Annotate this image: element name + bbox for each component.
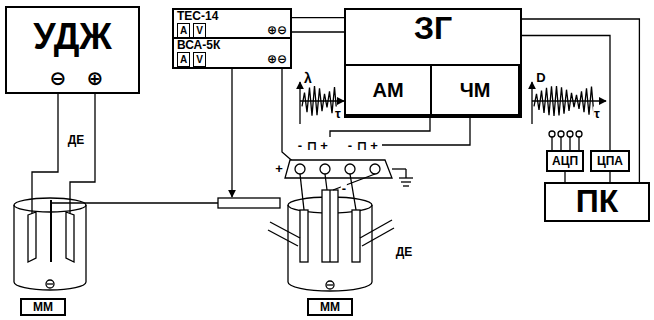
- terminal-signs: ⊕⊖: [267, 53, 287, 66]
- box-label: ЦПА: [597, 155, 623, 168]
- box-label: ПК: [576, 185, 619, 219]
- polarity-sign: -: [341, 182, 347, 195]
- waveform: [302, 86, 337, 116]
- generator-box: ЗГ АМ ЧМ: [344, 8, 522, 118]
- adc-inputs: [549, 131, 582, 150]
- converter-box: ЦПА: [590, 150, 630, 172]
- signal-wire: [609, 172, 610, 182]
- wire: [330, 116, 430, 137]
- center-cell: [268, 174, 394, 291]
- electrode-label: ДЕ: [395, 246, 414, 258]
- signal-wire: [292, 17, 344, 18]
- instrument-name: ВСА-5К: [177, 39, 287, 52]
- meter-key: A: [177, 52, 190, 67]
- mode-box: ЧМ: [430, 64, 520, 116]
- box-label: ММ: [320, 301, 340, 314]
- instrument-box: ВСА-5КAV ⊕⊖: [172, 37, 292, 69]
- caption-box: ММ: [307, 298, 353, 316]
- pulse-sign: -: [297, 139, 303, 152]
- caption-box: ММ: [20, 298, 66, 316]
- signal-wire: [522, 36, 610, 151]
- wire: [282, 67, 297, 165]
- wire: [70, 94, 95, 215]
- wire: [231, 67, 232, 197]
- axis-label: τ: [593, 107, 601, 120]
- instrument-box: ТЕС-14AV ⊕⊖: [172, 8, 292, 40]
- pulse-sign: +: [369, 139, 379, 152]
- electrode-label: ДЕ: [67, 134, 86, 146]
- pulse-symbol: ⊓: [306, 139, 318, 152]
- box-label: ЧМ: [460, 80, 491, 101]
- terminal-sign: ⊕: [86, 68, 105, 88]
- box-label: ЗГ: [414, 12, 452, 46]
- axis-label: D: [535, 71, 546, 84]
- meter-key: V: [193, 52, 206, 67]
- axis-label: λ: [303, 71, 313, 85]
- converter-box: АЦП: [546, 150, 584, 172]
- left-cell: [14, 198, 86, 290]
- ground-symbol: [392, 169, 413, 186]
- pulse-symbol: ⊓: [356, 139, 368, 152]
- box-label: УДЖ: [33, 18, 112, 56]
- wire: [32, 94, 58, 215]
- axis-label: τ: [334, 107, 342, 120]
- polarity-sign: +: [274, 162, 284, 175]
- signal-wire: [292, 31, 344, 32]
- terminal-block: [285, 160, 392, 178]
- mode-box: АМ: [344, 64, 432, 116]
- pulse-sign: +: [319, 139, 329, 152]
- instrument-controls: AV ⊕⊖: [177, 52, 287, 67]
- instrument-name: ТЕС-14: [177, 10, 287, 23]
- wire: [382, 116, 470, 145]
- signal-wire: [564, 172, 565, 182]
- pulse-sign: -: [347, 139, 353, 152]
- terminal-signs: ⊕⊖: [267, 24, 287, 37]
- waveform: [534, 86, 594, 116]
- box-label: АЦП: [552, 155, 578, 168]
- instrument-controls: AV ⊕⊖: [177, 23, 287, 38]
- box-label: ММ: [33, 301, 53, 314]
- power-supply-box: УДЖ: [5, 6, 140, 94]
- resistor-symbol: [218, 198, 280, 208]
- terminal-sign: ⊖: [49, 68, 68, 88]
- meter-key: A: [177, 23, 190, 38]
- signal-wire: [522, 19, 639, 182]
- box-label: АМ: [372, 80, 403, 101]
- computer-box: ПК: [544, 182, 650, 222]
- meter-key: V: [193, 23, 206, 38]
